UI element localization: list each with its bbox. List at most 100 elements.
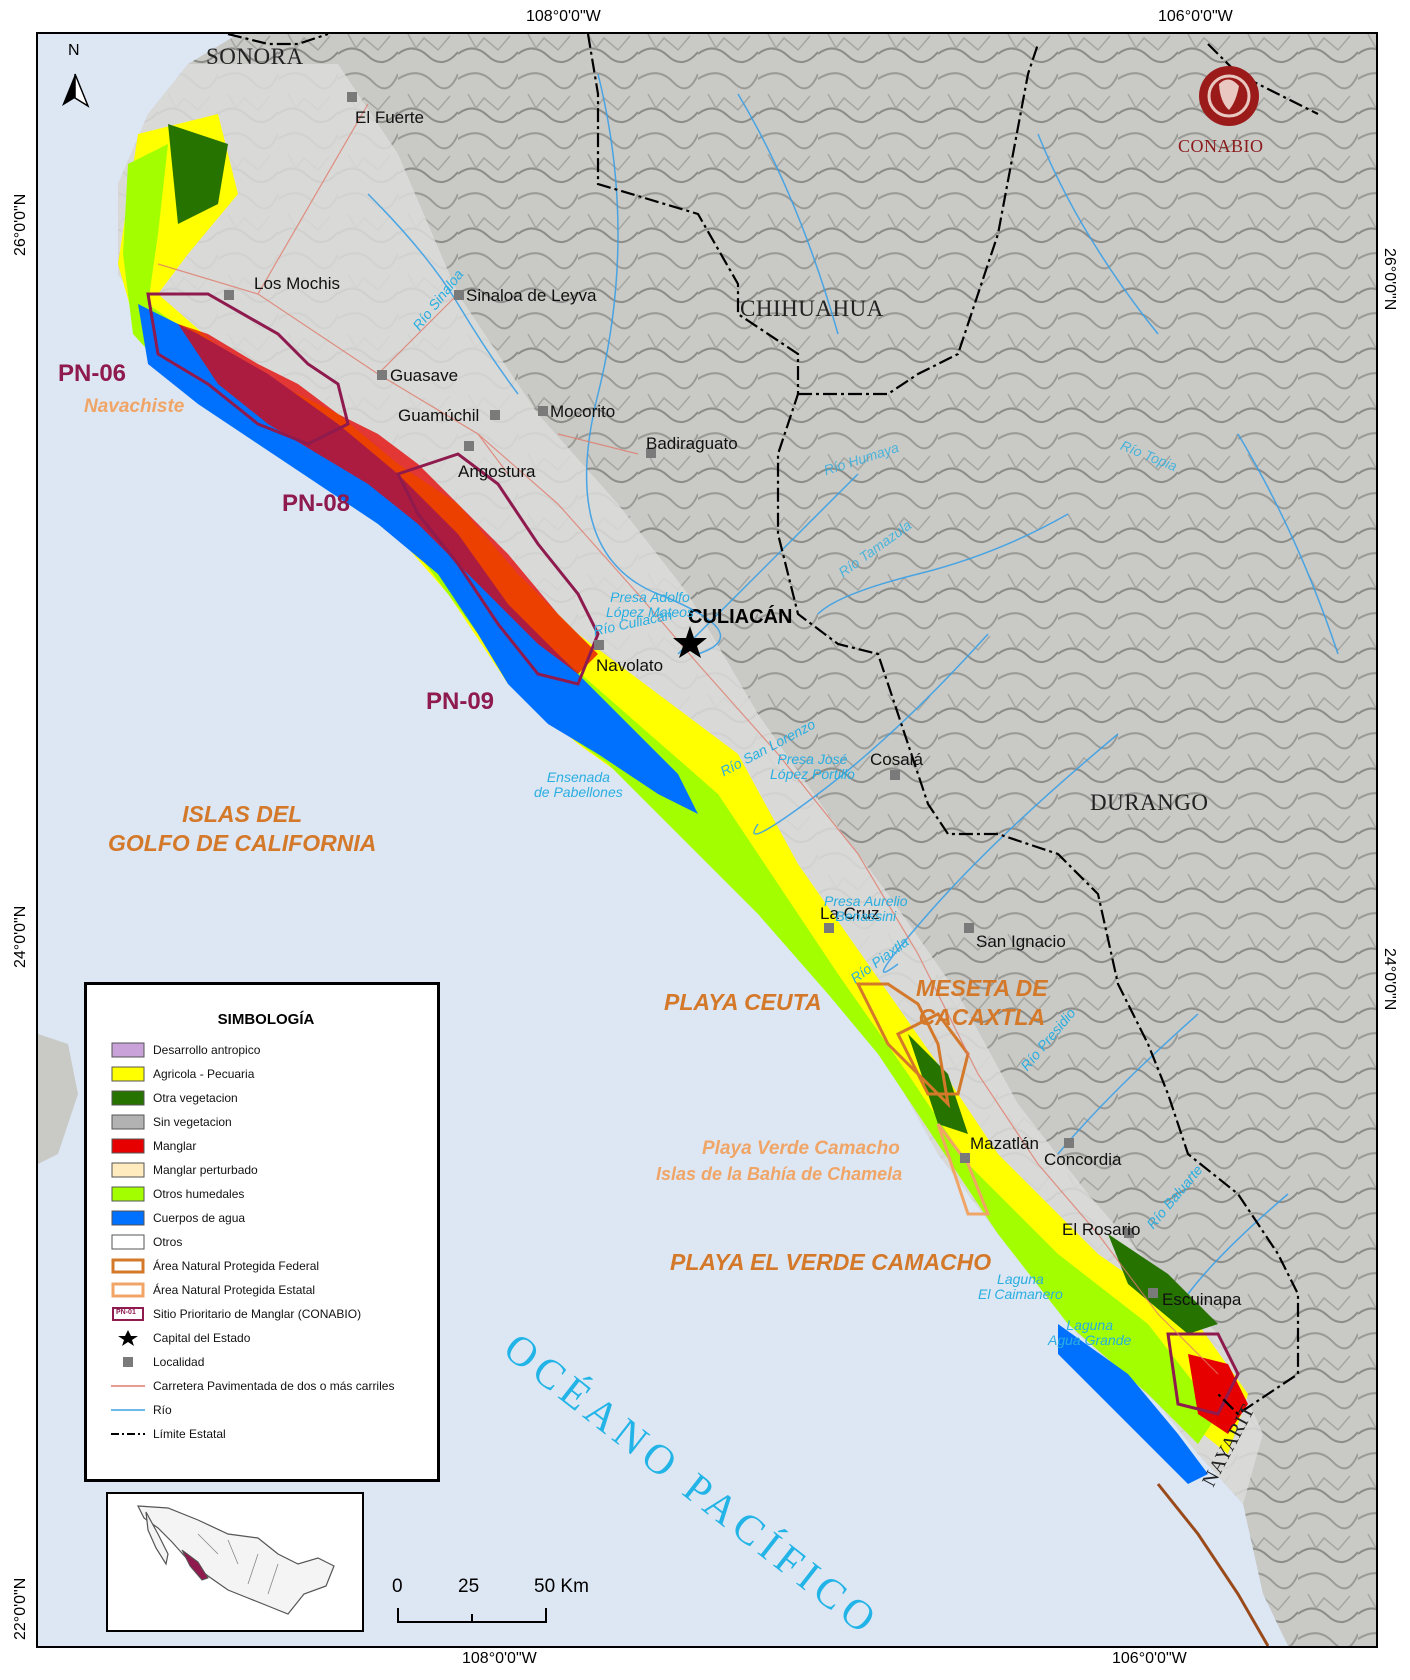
roads bbox=[157, 103, 1219, 1375]
anp-federal-outline bbox=[855, 982, 970, 1109]
legend-item: Área Natural Protegida Estatal bbox=[111, 1278, 421, 1302]
legend-item: Carretera Pavimentada de dos o más carri… bbox=[111, 1374, 421, 1398]
anp-playa-verde-camacho: Playa Verde Camacho bbox=[702, 1138, 900, 1159]
site-south-outline bbox=[1166, 1332, 1240, 1416]
coord-left-24n: 24°0'0"N bbox=[12, 905, 29, 968]
conabio-logo-text: CONABIO bbox=[1178, 136, 1264, 156]
legend-item-label: Sitio Prioritario de Manglar (CONABIO) bbox=[153, 1307, 362, 1321]
anp-islas-golfo: ISLAS DEL GOLFO DE CALIFORNIA bbox=[108, 801, 377, 856]
site-pn06-outline bbox=[146, 292, 350, 446]
town-mazatlan: Mazatlán bbox=[970, 1134, 1039, 1153]
north-arrow-icon bbox=[62, 73, 90, 108]
anp-south-outline bbox=[1156, 1483, 1270, 1646]
legend-swatch-icon bbox=[111, 1090, 145, 1106]
legend-swatch-icon bbox=[111, 1258, 145, 1274]
state-label-chihuahua: CHIHUAHUA bbox=[740, 296, 884, 321]
state-label-sonora: SONORA bbox=[206, 44, 304, 69]
conabio-logo: CONABIO bbox=[1174, 54, 1284, 164]
baja-coast bbox=[38, 1034, 78, 1164]
legend-item: Desarrollo antropico bbox=[111, 1038, 421, 1062]
coord-top-106w: 106°0'0"W bbox=[1158, 8, 1233, 25]
anp-islas-chamela: Islas de la Bahía de Chamela bbox=[656, 1164, 903, 1184]
north-label: N bbox=[68, 42, 80, 59]
coord-left-22n: 22°0'0"N bbox=[12, 1577, 29, 1640]
legend-item: Cuerpos de agua bbox=[111, 1206, 421, 1230]
scale-label-25: 25 bbox=[458, 1576, 480, 1597]
coord-top-108w: 108°0'0"W bbox=[526, 8, 601, 25]
legend-item-label: Cuerpos de agua bbox=[153, 1211, 246, 1225]
scale-bar: 0 25 50 Km bbox=[368, 1576, 608, 1636]
town-los-mochis: Los Mochis bbox=[254, 274, 340, 293]
legend-item-label: Río bbox=[153, 1403, 172, 1417]
landcover-water-south bbox=[1058, 1324, 1208, 1484]
landcover-mangrove bbox=[178, 324, 598, 674]
legend-swatch-icon bbox=[111, 1186, 145, 1202]
town-cosala: Cosalá bbox=[870, 750, 923, 769]
legend-item: Manglar perturbado bbox=[111, 1158, 421, 1182]
legend-item: Otros bbox=[111, 1230, 421, 1254]
locality-markers bbox=[224, 92, 1158, 1298]
coord-right-24n: 24°0'0"N bbox=[1381, 948, 1398, 1011]
town-concordia: Concordia bbox=[1044, 1150, 1122, 1169]
coord-right-26n: 26°0'0"N bbox=[1381, 248, 1398, 311]
legend-item-label: Carretera Pavimentada de dos o más carri… bbox=[153, 1379, 395, 1393]
town-la-cruz: La Cruz bbox=[820, 904, 880, 923]
town-guasave: Guasave bbox=[390, 366, 459, 385]
legend-swatch-icon bbox=[111, 1378, 145, 1394]
legend-swatch-icon bbox=[111, 1402, 145, 1418]
water-presa-aurelio: Presa Aurelio Benassini bbox=[824, 893, 908, 924]
landcover-mangrove-south bbox=[1188, 1354, 1248, 1434]
capital-star bbox=[673, 626, 707, 658]
legend-item-label: Sin vegetacion bbox=[153, 1115, 232, 1129]
legend-item: Manglar bbox=[111, 1134, 421, 1158]
capital-label: CULIACÁN bbox=[688, 606, 793, 628]
anp-playa-el-verde-camacho: PLAYA EL VERDE CAMACHO bbox=[670, 1249, 992, 1275]
anp-playa-ceuta: PLAYA CEUTA bbox=[664, 989, 822, 1015]
scale-bar-ruler bbox=[397, 1608, 547, 1623]
legend-title: SIMBOLOGÍA bbox=[217, 1011, 315, 1028]
mexico-outline-icon bbox=[136, 1505, 335, 1615]
coord-bottom-108w: 108°0'0"W bbox=[462, 1650, 537, 1667]
water-ensenada: Ensenada de Pabellones bbox=[534, 769, 623, 800]
map-frame: CONABIO N SONORA CHIHUAHUA DURANGO NAYAR… bbox=[36, 32, 1378, 1648]
town-sinaloa-de-leyva: Sinaloa de Leyva bbox=[466, 286, 597, 305]
legend-item: Límite Estatal bbox=[111, 1422, 421, 1446]
legend-site-code: PN-01 bbox=[116, 1309, 136, 1316]
site-label-pn08: PN-08 bbox=[282, 490, 351, 517]
anp-state-outline bbox=[936, 1123, 991, 1216]
water-presa-jose: Presa José López Portillo bbox=[770, 751, 855, 782]
town-mocorito: Mocorito bbox=[550, 402, 616, 421]
scale-label-0: 0 bbox=[392, 1576, 403, 1597]
legend-item-label: Manglar bbox=[153, 1139, 197, 1153]
town-badiraguato: Badiraguato bbox=[646, 434, 738, 453]
legend-item-label: Área Natural Protegida Federal bbox=[153, 1259, 320, 1273]
water-laguna-caimanero: Laguna El Caimanero bbox=[978, 1271, 1063, 1302]
legend-item-label: Otra vegetacion bbox=[153, 1091, 238, 1105]
legend-swatch-icon bbox=[111, 1138, 145, 1154]
legend-swatch-icon bbox=[111, 1042, 145, 1058]
legend-item-label: Agricola - Pecuaria bbox=[153, 1067, 255, 1081]
coord-left-26n: 26°0'0"N bbox=[12, 193, 29, 256]
legend-item-label: Área Natural Protegida Estatal bbox=[153, 1283, 316, 1297]
anp-navachiste: Navachiste bbox=[84, 396, 185, 417]
town-navolato: Navolato bbox=[596, 656, 664, 675]
legend-swatch-icon: PN-01 bbox=[111, 1306, 145, 1322]
town-san-ignacio: San Ignacio bbox=[976, 932, 1066, 951]
town-angostura: Angostura bbox=[458, 462, 536, 481]
town-guamuchil: Guamúchil bbox=[398, 406, 480, 425]
legend-item: Área Natural Protegida Federal bbox=[111, 1254, 421, 1278]
legend-item-label: Localidad bbox=[153, 1355, 205, 1369]
scale-label-50: 50 Km bbox=[534, 1576, 589, 1597]
legend-swatch-icon bbox=[111, 1114, 145, 1130]
legend-item: Agricola - Pecuaria bbox=[111, 1062, 421, 1086]
legend-swatch-icon bbox=[111, 1234, 145, 1250]
legend-item: Localidad bbox=[111, 1350, 421, 1374]
water-laguna-agua-grande: Laguna Agua Grande bbox=[1048, 1317, 1132, 1348]
legend-item-label: Límite Estatal bbox=[153, 1427, 226, 1441]
map-canvas bbox=[38, 34, 1376, 1646]
legend-item: Sin vegetacion bbox=[111, 1110, 421, 1134]
site-label-pn06: PN-06 bbox=[58, 360, 127, 387]
town-el-fuerte: El Fuerte bbox=[355, 108, 424, 127]
site-label-pn09: PN-09 bbox=[426, 688, 495, 715]
legend-item-label: Manglar perturbado bbox=[153, 1163, 258, 1177]
